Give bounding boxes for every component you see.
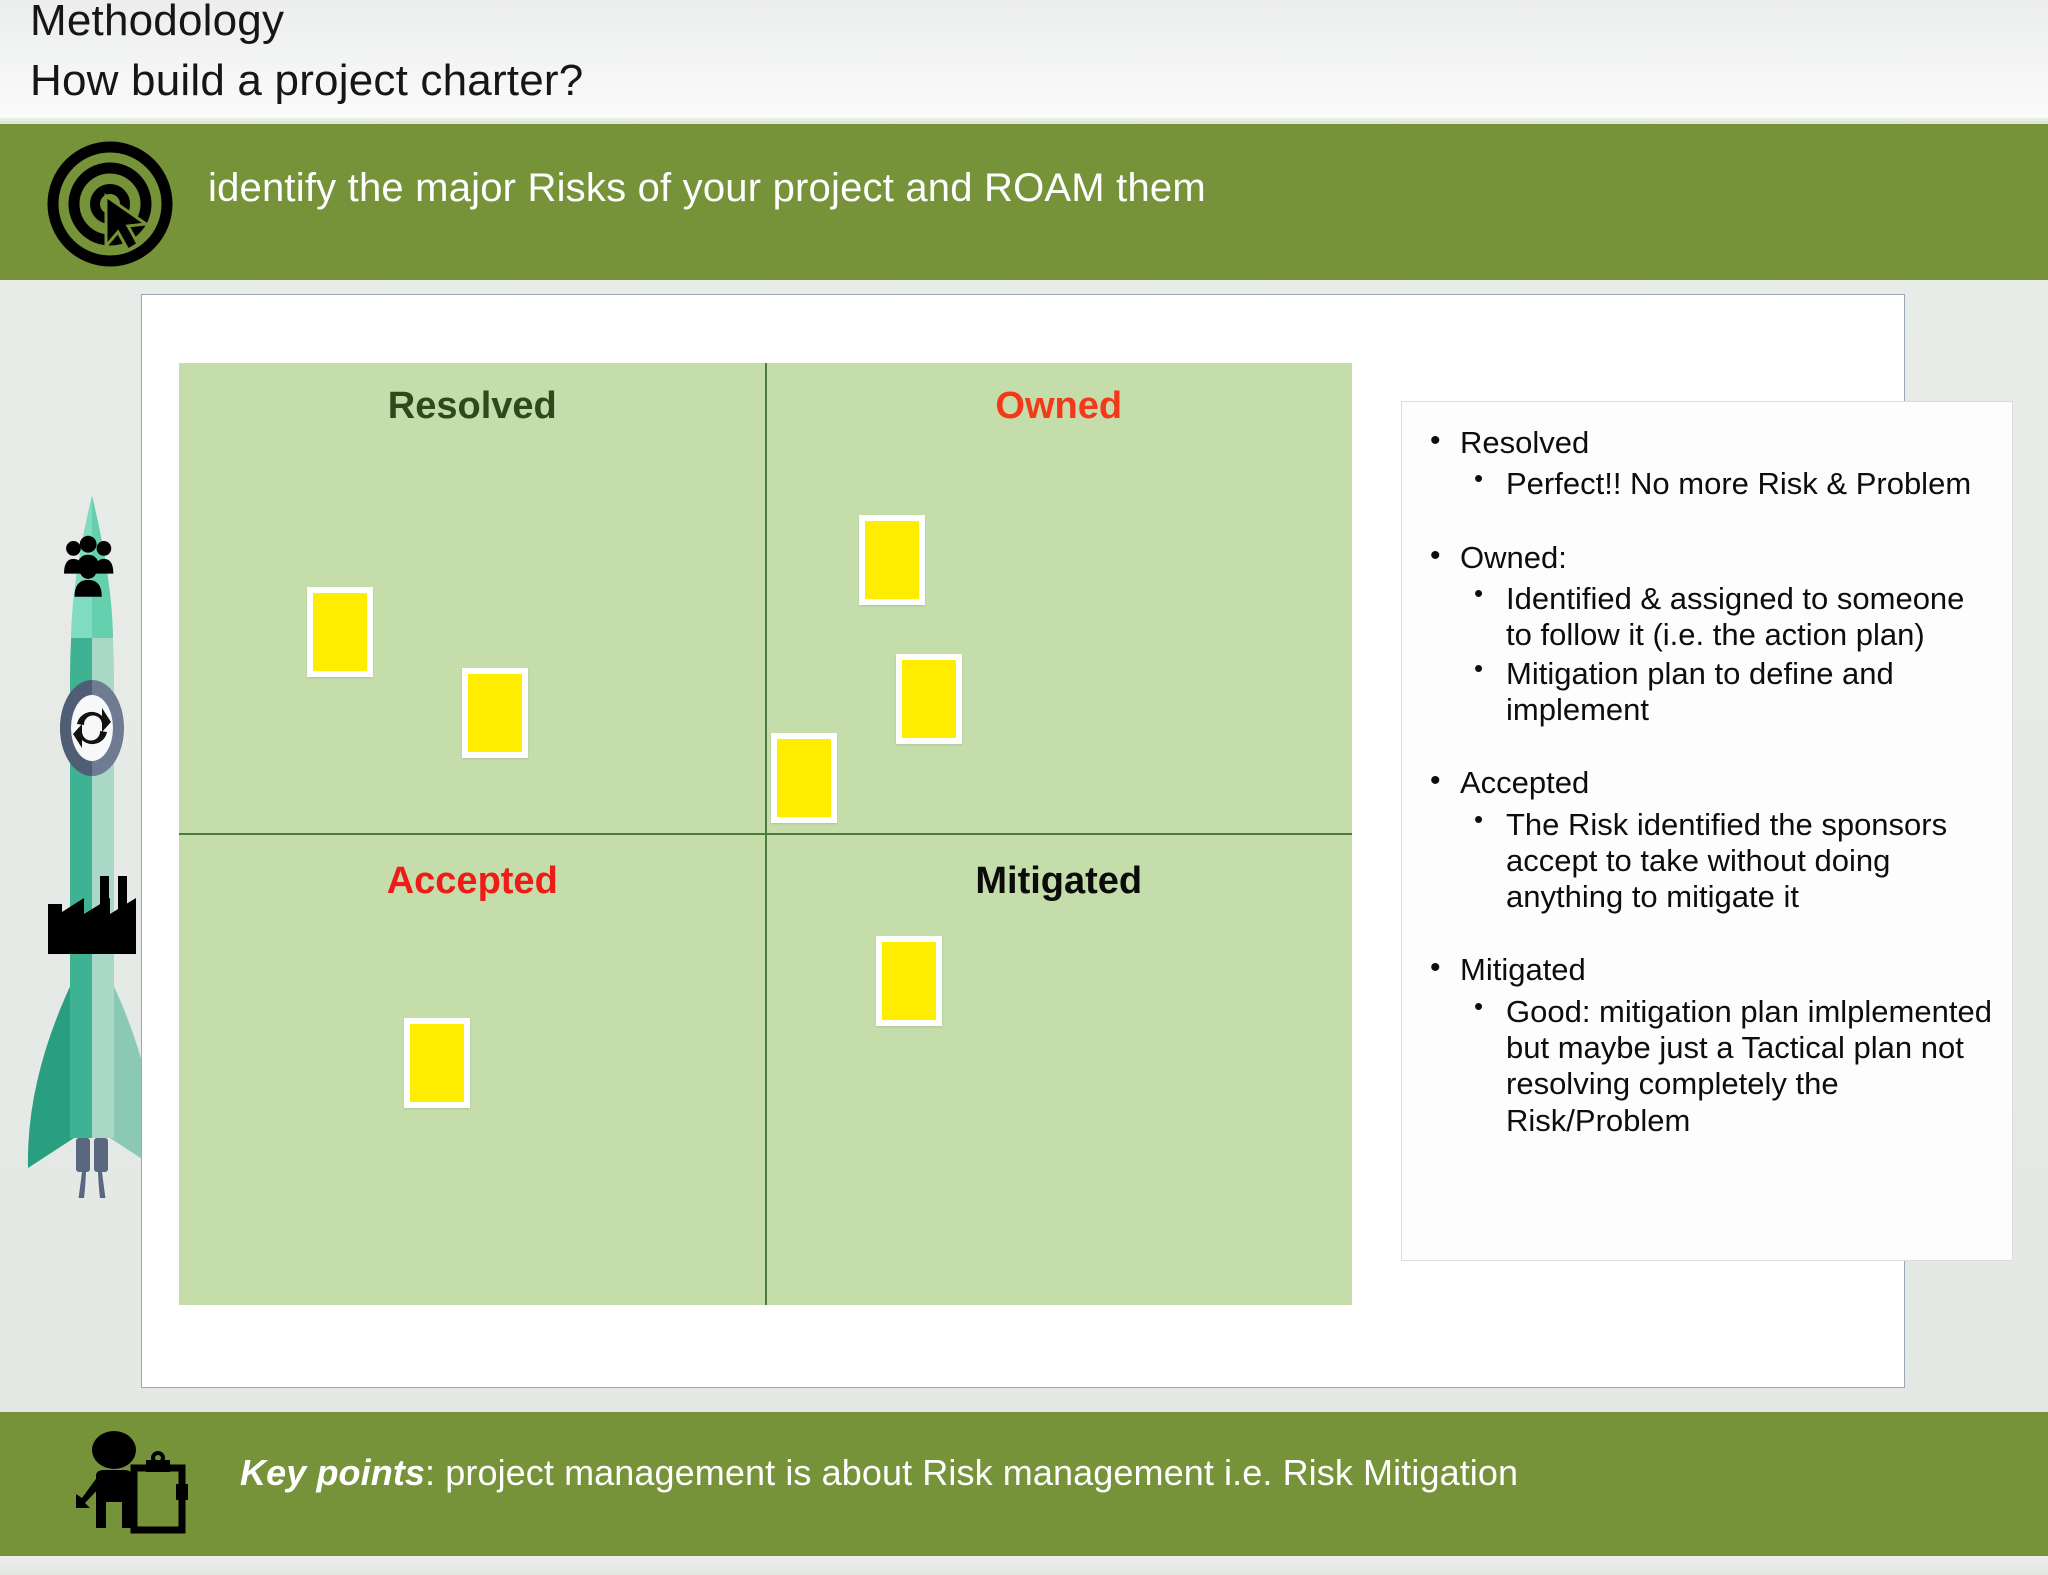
definition-group: AcceptedThe Risk identified the sponsors… — [1416, 762, 1994, 916]
roam-definitions-panel: ResolvedPerfect!! No more Risk & Problem… — [1401, 401, 2013, 1261]
definition-group: ResolvedPerfect!! No more Risk & Problem — [1416, 422, 1994, 503]
sticky-note[interactable] — [859, 515, 925, 605]
objective-banner: identify the major Risks of your project… — [0, 124, 2048, 280]
sticky-note[interactable] — [876, 936, 942, 1026]
key-points-footer: Key points: project management is about … — [0, 1412, 2048, 1556]
quadrant-label-accepted: Accepted — [386, 860, 558, 902]
banner-text: identify the major Risks of your project… — [208, 166, 1206, 210]
rocket-icon — [22, 478, 162, 1294]
key-points-label: Key points — [240, 1452, 426, 1493]
matrix-horizontal-divider — [179, 833, 1352, 835]
quadrant-label-resolved: Resolved — [387, 385, 557, 427]
slide-header: Methodology How build a project charter? — [0, 0, 2048, 118]
key-points-text: Key points: project management is about … — [240, 1452, 1518, 1494]
definition-group-item: Identified & assigned to someone to foll… — [1416, 578, 1994, 654]
content-card: Resolved Owned Accepted Mitigated Resolv… — [141, 294, 2013, 1388]
definition-group-item: Good: mitigation plan imlplemented but m… — [1416, 991, 1994, 1139]
sticky-note[interactable] — [896, 654, 962, 744]
key-points-body: : project management is about Risk manag… — [425, 1452, 1519, 1493]
page-title: Methodology — [30, 0, 285, 45]
quadrant-label-owned: Owned — [995, 385, 1123, 427]
quadrant-label-mitigated: Mitigated — [975, 860, 1143, 902]
definition-group: Owned:Identified & assigned to someone t… — [1416, 537, 1994, 729]
definition-group-title: Accepted — [1416, 762, 1994, 802]
target-cursor-icon — [46, 140, 174, 268]
definition-group-title: Mitigated — [1416, 949, 1994, 989]
definition-group-title: Owned: — [1416, 537, 1994, 577]
sticky-note[interactable] — [462, 668, 528, 758]
roam-matrix[interactable]: Resolved Owned Accepted Mitigated — [179, 363, 1352, 1305]
definition-group-item: Mitigation plan to define and implement — [1416, 653, 1994, 729]
sticky-note[interactable] — [771, 733, 837, 823]
person-clipboard-icon — [76, 1424, 196, 1548]
footer-shadow — [0, 1556, 2048, 1575]
page-subtitle: How build a project charter? — [30, 56, 584, 105]
sticky-note[interactable] — [307, 587, 373, 677]
definition-group-item: Perfect!! No more Risk & Problem — [1416, 463, 1994, 502]
definition-group-title: Resolved — [1416, 422, 1994, 462]
sticky-note[interactable] — [404, 1018, 470, 1108]
definition-group: MitigatedGood: mitigation plan imlplemen… — [1416, 949, 1994, 1139]
definition-group-item: The Risk identified the sponsors accept … — [1416, 804, 1994, 916]
